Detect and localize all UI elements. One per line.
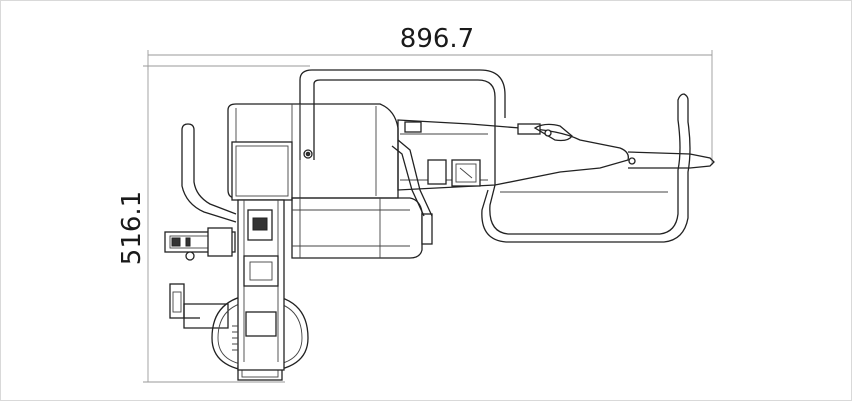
rear-frame — [481, 93, 691, 243]
gearbox — [231, 141, 293, 201]
left-handle — [181, 123, 237, 223]
height-dimension-label: 516.1 — [117, 191, 147, 265]
front-handle — [391, 139, 433, 217]
width-dimension-label: 896.7 — [400, 24, 474, 54]
top-handle — [299, 69, 506, 160]
height-dimension: 516.1 — [117, 65, 310, 383]
cable-tail — [627, 151, 715, 169]
lower-motor — [291, 197, 433, 259]
column — [232, 199, 285, 371]
width-dimension: 896.7 — [147, 24, 713, 165]
rear-body — [397, 119, 629, 191]
base-assembly — [169, 283, 229, 329]
aux-assembly — [164, 227, 236, 261]
